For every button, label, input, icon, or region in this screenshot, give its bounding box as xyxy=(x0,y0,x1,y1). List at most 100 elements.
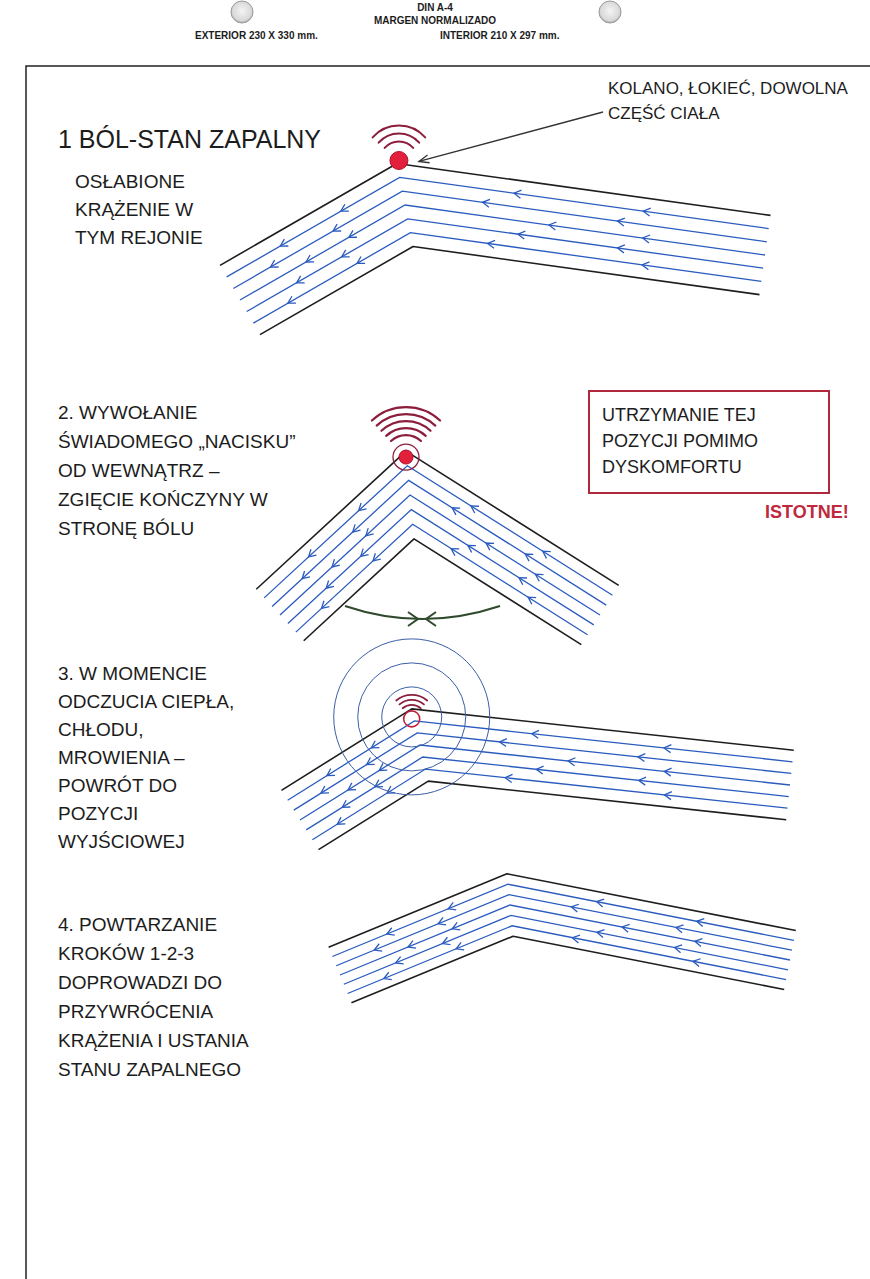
flow-arrowhead xyxy=(519,578,527,585)
flow-arrowhead xyxy=(622,924,630,932)
flow-arrowhead xyxy=(488,240,495,248)
pain-waves xyxy=(373,125,426,147)
inflammation-spot xyxy=(399,450,413,464)
blood-flow-line xyxy=(240,205,765,300)
flow-arrowhead xyxy=(543,551,551,558)
flow-arrowhead xyxy=(341,204,349,211)
blood-flow-line xyxy=(306,757,789,830)
blood-flow-line xyxy=(332,884,793,956)
flow-arrowhead xyxy=(597,899,605,907)
flow-arrowhead xyxy=(528,597,536,604)
flow-arrowhead xyxy=(456,942,464,949)
flow-arrowhead xyxy=(321,786,329,793)
pain-waves xyxy=(396,695,427,708)
step-text: 4. POWTARZANIE KROKÓW 1-2-3 DOPROWADZI D… xyxy=(58,910,298,1084)
step-text: 2. WYWOŁANIE ŚWIADOMEGO „NACISKU” OD WEW… xyxy=(58,398,298,543)
flow-arrowhead xyxy=(408,941,416,948)
flow-arrowhead xyxy=(332,559,340,567)
flow-arrowhead xyxy=(617,218,624,226)
wave-arc xyxy=(396,695,427,701)
flow-arrowhead xyxy=(349,230,357,237)
flow-arrowhead xyxy=(271,260,279,267)
step-text: 3. W MOMENCIE ODCZUCIA CIEPŁA, CHŁODU, M… xyxy=(58,660,258,856)
flow-arrowhead xyxy=(676,925,684,933)
wave-arc xyxy=(385,141,414,147)
step-heading: 1 BÓL-STAN ZAPALNY xyxy=(58,124,388,154)
flow-arrowhead xyxy=(357,256,365,263)
flow-arrowhead xyxy=(693,959,701,967)
flow-arrowhead xyxy=(367,757,375,764)
flow-arrowhead xyxy=(664,768,671,776)
limb-outline xyxy=(220,163,770,265)
flow-arrowhead xyxy=(333,224,341,231)
flow-arrowhead xyxy=(486,543,494,550)
flow-arrowhead xyxy=(664,792,671,800)
emphasis-note: ISTOTNE! xyxy=(765,500,865,524)
flow-arrowhead xyxy=(514,190,521,198)
callout-note: KOLANO, ŁOKIEĆ, DOWOLNA CZĘŚĆ CIAŁA xyxy=(608,76,860,126)
flow-arrowhead xyxy=(337,817,345,824)
flow-arrowhead xyxy=(525,554,533,561)
pressure-ring xyxy=(393,444,419,470)
flow-arrowhead xyxy=(359,503,367,511)
blood-flow-line xyxy=(288,510,594,625)
flow-arrowhead xyxy=(366,528,374,536)
limb-drawing xyxy=(329,874,796,1003)
wave-arc xyxy=(377,414,436,426)
bend-arrowhead xyxy=(426,612,436,626)
sheet-dimension: EXTERIOR 230 X 330 mm. xyxy=(195,29,395,42)
bend-arrowhead xyxy=(408,612,418,626)
pain-waves xyxy=(372,407,440,441)
bend-arc xyxy=(345,606,500,619)
limb-drawing xyxy=(220,163,770,334)
flow-arrowhead xyxy=(697,919,705,927)
flow-arrowhead xyxy=(572,935,580,943)
flow-arrowhead xyxy=(342,250,350,257)
leader-line xyxy=(419,112,603,161)
flow-arrowhead xyxy=(643,208,650,216)
flow-arrowhead xyxy=(638,754,645,762)
note-box: UTRZYMANIE TEJ POZYCJI POMIMO DYSKOMFORT… xyxy=(588,390,830,494)
sheet-margin-note: MARGEN NORMALIZADO xyxy=(335,14,535,27)
limb-outline xyxy=(256,451,618,589)
flow-arrowhead xyxy=(387,928,395,935)
wave-arc xyxy=(386,428,426,436)
blood-flow-line xyxy=(247,219,764,312)
limb-drawing xyxy=(281,709,793,850)
flow-arrowhead xyxy=(642,262,649,270)
inflammation-spot xyxy=(404,711,420,727)
flow-arrowhead xyxy=(468,545,476,552)
flow-arrowhead xyxy=(532,730,539,738)
blood-flow-line xyxy=(253,233,761,323)
flow-arrowhead xyxy=(288,296,296,303)
flow-arrowhead xyxy=(326,581,334,589)
flow-arrowhead xyxy=(327,769,335,776)
sensation-ring xyxy=(334,639,490,795)
punch-hole xyxy=(231,1,253,23)
leader-arrowhead xyxy=(419,155,430,163)
wave-arc xyxy=(399,700,423,704)
blood-flow-line xyxy=(227,177,769,277)
blood-flow-line xyxy=(300,745,790,820)
flow-arrowhead xyxy=(452,922,460,929)
flow-arrowhead xyxy=(322,601,330,609)
blood-flow-line xyxy=(312,769,787,840)
flow-arrowhead xyxy=(674,945,682,953)
flow-arrowhead xyxy=(342,800,350,807)
flow-arrowhead xyxy=(384,972,392,979)
flow-arrowhead xyxy=(451,549,459,556)
flow-arrowhead xyxy=(643,235,650,243)
blood-flow-line xyxy=(340,905,790,975)
flow-arrowhead xyxy=(664,745,671,753)
flow-arrowhead xyxy=(549,222,556,230)
flow-arrowhead xyxy=(639,777,646,785)
flow-arrowhead xyxy=(371,741,379,748)
punch-hole xyxy=(599,1,621,23)
wave-arc xyxy=(403,705,421,708)
sensation-ring xyxy=(358,663,466,771)
flow-arrowhead xyxy=(535,574,543,581)
blood-flow-line xyxy=(288,721,793,800)
inflammation-spot xyxy=(390,151,408,169)
flow-arrowhead xyxy=(348,783,356,790)
flow-arrowhead xyxy=(536,766,543,774)
